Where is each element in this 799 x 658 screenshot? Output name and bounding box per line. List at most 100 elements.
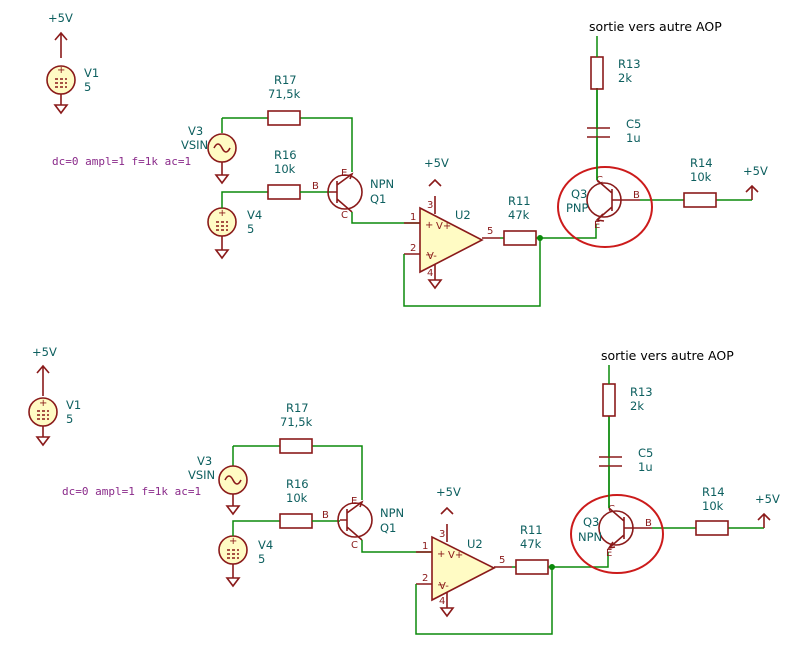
- q1-pin-c: C: [341, 210, 348, 221]
- r16-ref: R16: [286, 477, 309, 491]
- q3-highlight-circle: [557, 166, 653, 248]
- c5-capacitor[interactable]: [587, 127, 610, 138]
- r16-value: 10k: [286, 491, 308, 505]
- v4-value: 5: [247, 222, 254, 236]
- u2-vminus: V-: [427, 251, 437, 262]
- r17-ref: R17: [286, 401, 309, 415]
- q3-pin-e: E: [594, 220, 600, 231]
- q3-transistor[interactable]: [598, 507, 652, 550]
- r16-resistor[interactable]: [279, 513, 313, 529]
- c5-value: 1u: [638, 460, 653, 474]
- output-note: sortie vers autre AOP: [589, 19, 722, 34]
- u2-supply: +5V: [436, 485, 461, 499]
- u2-supply: +5V: [424, 156, 449, 170]
- q3-highlight-circle: [570, 494, 664, 574]
- u2-vplus: V+: [436, 221, 451, 232]
- r11-resistor[interactable]: [515, 559, 549, 575]
- u2-opamp[interactable]: + −: [416, 506, 512, 618]
- v3-model: VSIN: [181, 138, 208, 152]
- v4-ref: V4: [247, 208, 262, 222]
- v4-source[interactable]: +: [207, 207, 237, 260]
- v4-source[interactable]: +: [218, 535, 248, 588]
- u2-vminus: V-: [439, 581, 449, 592]
- c5-capacitor[interactable]: [599, 456, 622, 467]
- v3-sim-params: dc=0 ampl=1 f=1k ac=1: [62, 485, 201, 498]
- v3-ref: V3: [197, 454, 212, 468]
- u2-pin2: 2: [410, 243, 416, 254]
- q1-pin-b: B: [322, 510, 329, 521]
- u2-pin1: 1: [422, 541, 428, 552]
- v3-model: VSIN: [188, 468, 215, 482]
- r13-value: 2k: [618, 71, 632, 85]
- r17-value: 71,5k: [268, 87, 301, 101]
- r14-resistor[interactable]: [695, 520, 729, 536]
- u2-opamp[interactable]: + −: [404, 178, 500, 290]
- q1-pin-e: E: [341, 168, 347, 179]
- r14-resistor[interactable]: [683, 192, 717, 208]
- q1-ref: Q1: [380, 521, 396, 535]
- q1-ref: Q1: [370, 192, 386, 206]
- r17-resistor[interactable]: [267, 110, 301, 126]
- q3-ref: Q3: [571, 187, 587, 201]
- r11-resistor[interactable]: [503, 230, 537, 246]
- v1-value: 5: [66, 412, 73, 426]
- q3-pin-c: C: [608, 504, 615, 515]
- r17-value: 71,5k: [280, 415, 313, 429]
- r16-value: 10k: [274, 162, 296, 176]
- v4-ref: V4: [258, 538, 273, 552]
- q3-pin-b: B: [633, 190, 640, 201]
- v1-source[interactable]: +: [28, 364, 58, 447]
- u2-pin3: 3: [439, 529, 445, 540]
- u2-pin4: 4: [427, 268, 433, 279]
- r13-resistor[interactable]: [602, 383, 616, 417]
- r16-resistor[interactable]: [267, 184, 301, 200]
- u2-pin3: 3: [427, 200, 433, 211]
- u2-pin1: 1: [410, 212, 416, 223]
- r14-value: 10k: [702, 499, 724, 513]
- svg-text:+: +: [425, 220, 433, 231]
- r13-ref: R13: [618, 57, 641, 71]
- v1-supply-label: +5V: [32, 345, 57, 359]
- u2-pin2: 2: [422, 573, 428, 584]
- u2-pin5: 5: [499, 555, 505, 566]
- q3-pin-e: E: [606, 548, 612, 559]
- q1-transistor[interactable]: [327, 172, 363, 213]
- svg-text:+: +: [57, 65, 65, 76]
- q3-transistor[interactable]: [586, 179, 640, 222]
- v3-sine-source[interactable]: [218, 446, 248, 516]
- q1-pin-e: E: [351, 496, 357, 507]
- q1-type: NPN: [380, 506, 404, 520]
- r14-value: 10k: [690, 170, 712, 184]
- output-note: sortie vers autre AOP: [601, 348, 734, 363]
- u2-pin4: 4: [439, 596, 445, 607]
- r11-ref: R11: [508, 194, 531, 208]
- circuit-bottom: + +5V V1 5 V3 VSIN dc=0 ampl=1 f=1k ac=1…: [28, 345, 780, 635]
- r11-value: 47k: [520, 537, 542, 551]
- q3-pin-b: B: [645, 518, 652, 529]
- svg-text:+: +: [437, 549, 445, 560]
- v3-sim-params: dc=0 ampl=1 f=1k ac=1: [52, 155, 191, 168]
- q1-transistor[interactable]: [337, 500, 373, 541]
- circuit-top: + +5V V1 5 V3 VSIN dc=0 ampl=1 f=1k ac=1…: [46, 11, 768, 307]
- c5-ref: C5: [638, 446, 653, 460]
- r17-resistor[interactable]: [279, 438, 313, 454]
- r11-ref: R11: [520, 523, 543, 537]
- v1-source[interactable]: +: [46, 31, 76, 115]
- v1-ref: V1: [66, 398, 81, 412]
- v1-ref: V1: [84, 66, 99, 80]
- v1-supply-label: +5V: [48, 11, 73, 25]
- r13-ref: R13: [630, 385, 653, 399]
- q1-pin-b: B: [312, 181, 319, 192]
- r14-ref: R14: [702, 485, 725, 499]
- svg-text:−: −: [437, 580, 445, 591]
- c5-value: 1u: [626, 131, 641, 145]
- svg-text:−: −: [425, 250, 433, 261]
- v1-value: 5: [84, 80, 91, 94]
- u2-vplus: V+: [448, 550, 463, 561]
- r13-resistor[interactable]: [590, 56, 604, 90]
- r17-ref: R17: [274, 73, 297, 87]
- svg-text:+: +: [218, 208, 226, 219]
- v3-sine-source[interactable]: [207, 118, 237, 185]
- q1-type: NPN: [370, 177, 394, 191]
